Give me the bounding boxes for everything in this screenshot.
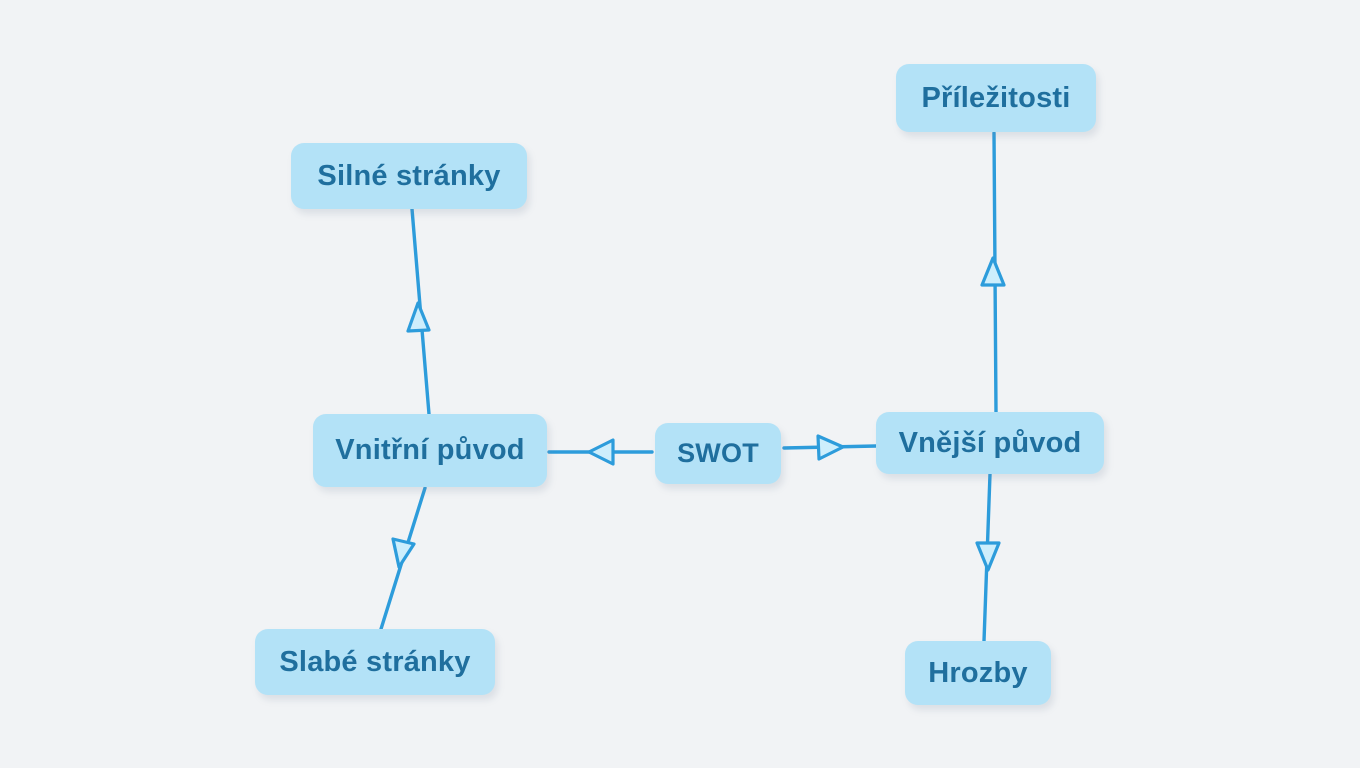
node-hrozby-label: Hrozby: [928, 656, 1028, 689]
edge-swot-to-external: [782, 434, 878, 461]
node-prilezitosti[interactable]: Příležitosti: [896, 64, 1096, 132]
arrowhead-up-icon: [406, 301, 431, 333]
node-swot[interactable]: SWOT: [655, 423, 781, 484]
node-vnejsi-puvod[interactable]: Vnější původ: [876, 412, 1104, 474]
arrowhead-left-icon: [587, 438, 615, 466]
node-silne-stranky-label: Silné stránky: [317, 159, 501, 192]
node-slabe-stranky[interactable]: Slabé stránky: [255, 629, 495, 695]
edge-external-to-threats: [975, 472, 1001, 643]
arrowhead-down-icon: [975, 541, 1001, 572]
edge-external-to-opportunities: [980, 131, 1006, 414]
node-vnitrni-puvod[interactable]: Vnitřní původ: [313, 414, 547, 487]
arrowhead-down-icon: [391, 537, 416, 569]
arrowhead-up-icon: [980, 256, 1006, 287]
node-hrozby[interactable]: Hrozby: [905, 641, 1051, 705]
node-vnejsi-puvod-label: Vnější původ: [898, 426, 1082, 459]
node-slabe-stranky-label: Slabé stránky: [279, 645, 471, 678]
node-swot-label: SWOT: [677, 438, 759, 468]
node-vnitrni-puvod-label: Vnitřní původ: [335, 434, 525, 466]
edge-swot-to-internal: [547, 438, 654, 466]
arrowhead-right-icon: [816, 434, 845, 461]
node-silne-stranky[interactable]: Silné stránky: [291, 143, 527, 209]
edge-internal-to-weaknesses: [379, 486, 427, 631]
edge-internal-to-strengths: [406, 207, 431, 416]
node-prilezitosti-label: Příležitosti: [921, 81, 1071, 114]
